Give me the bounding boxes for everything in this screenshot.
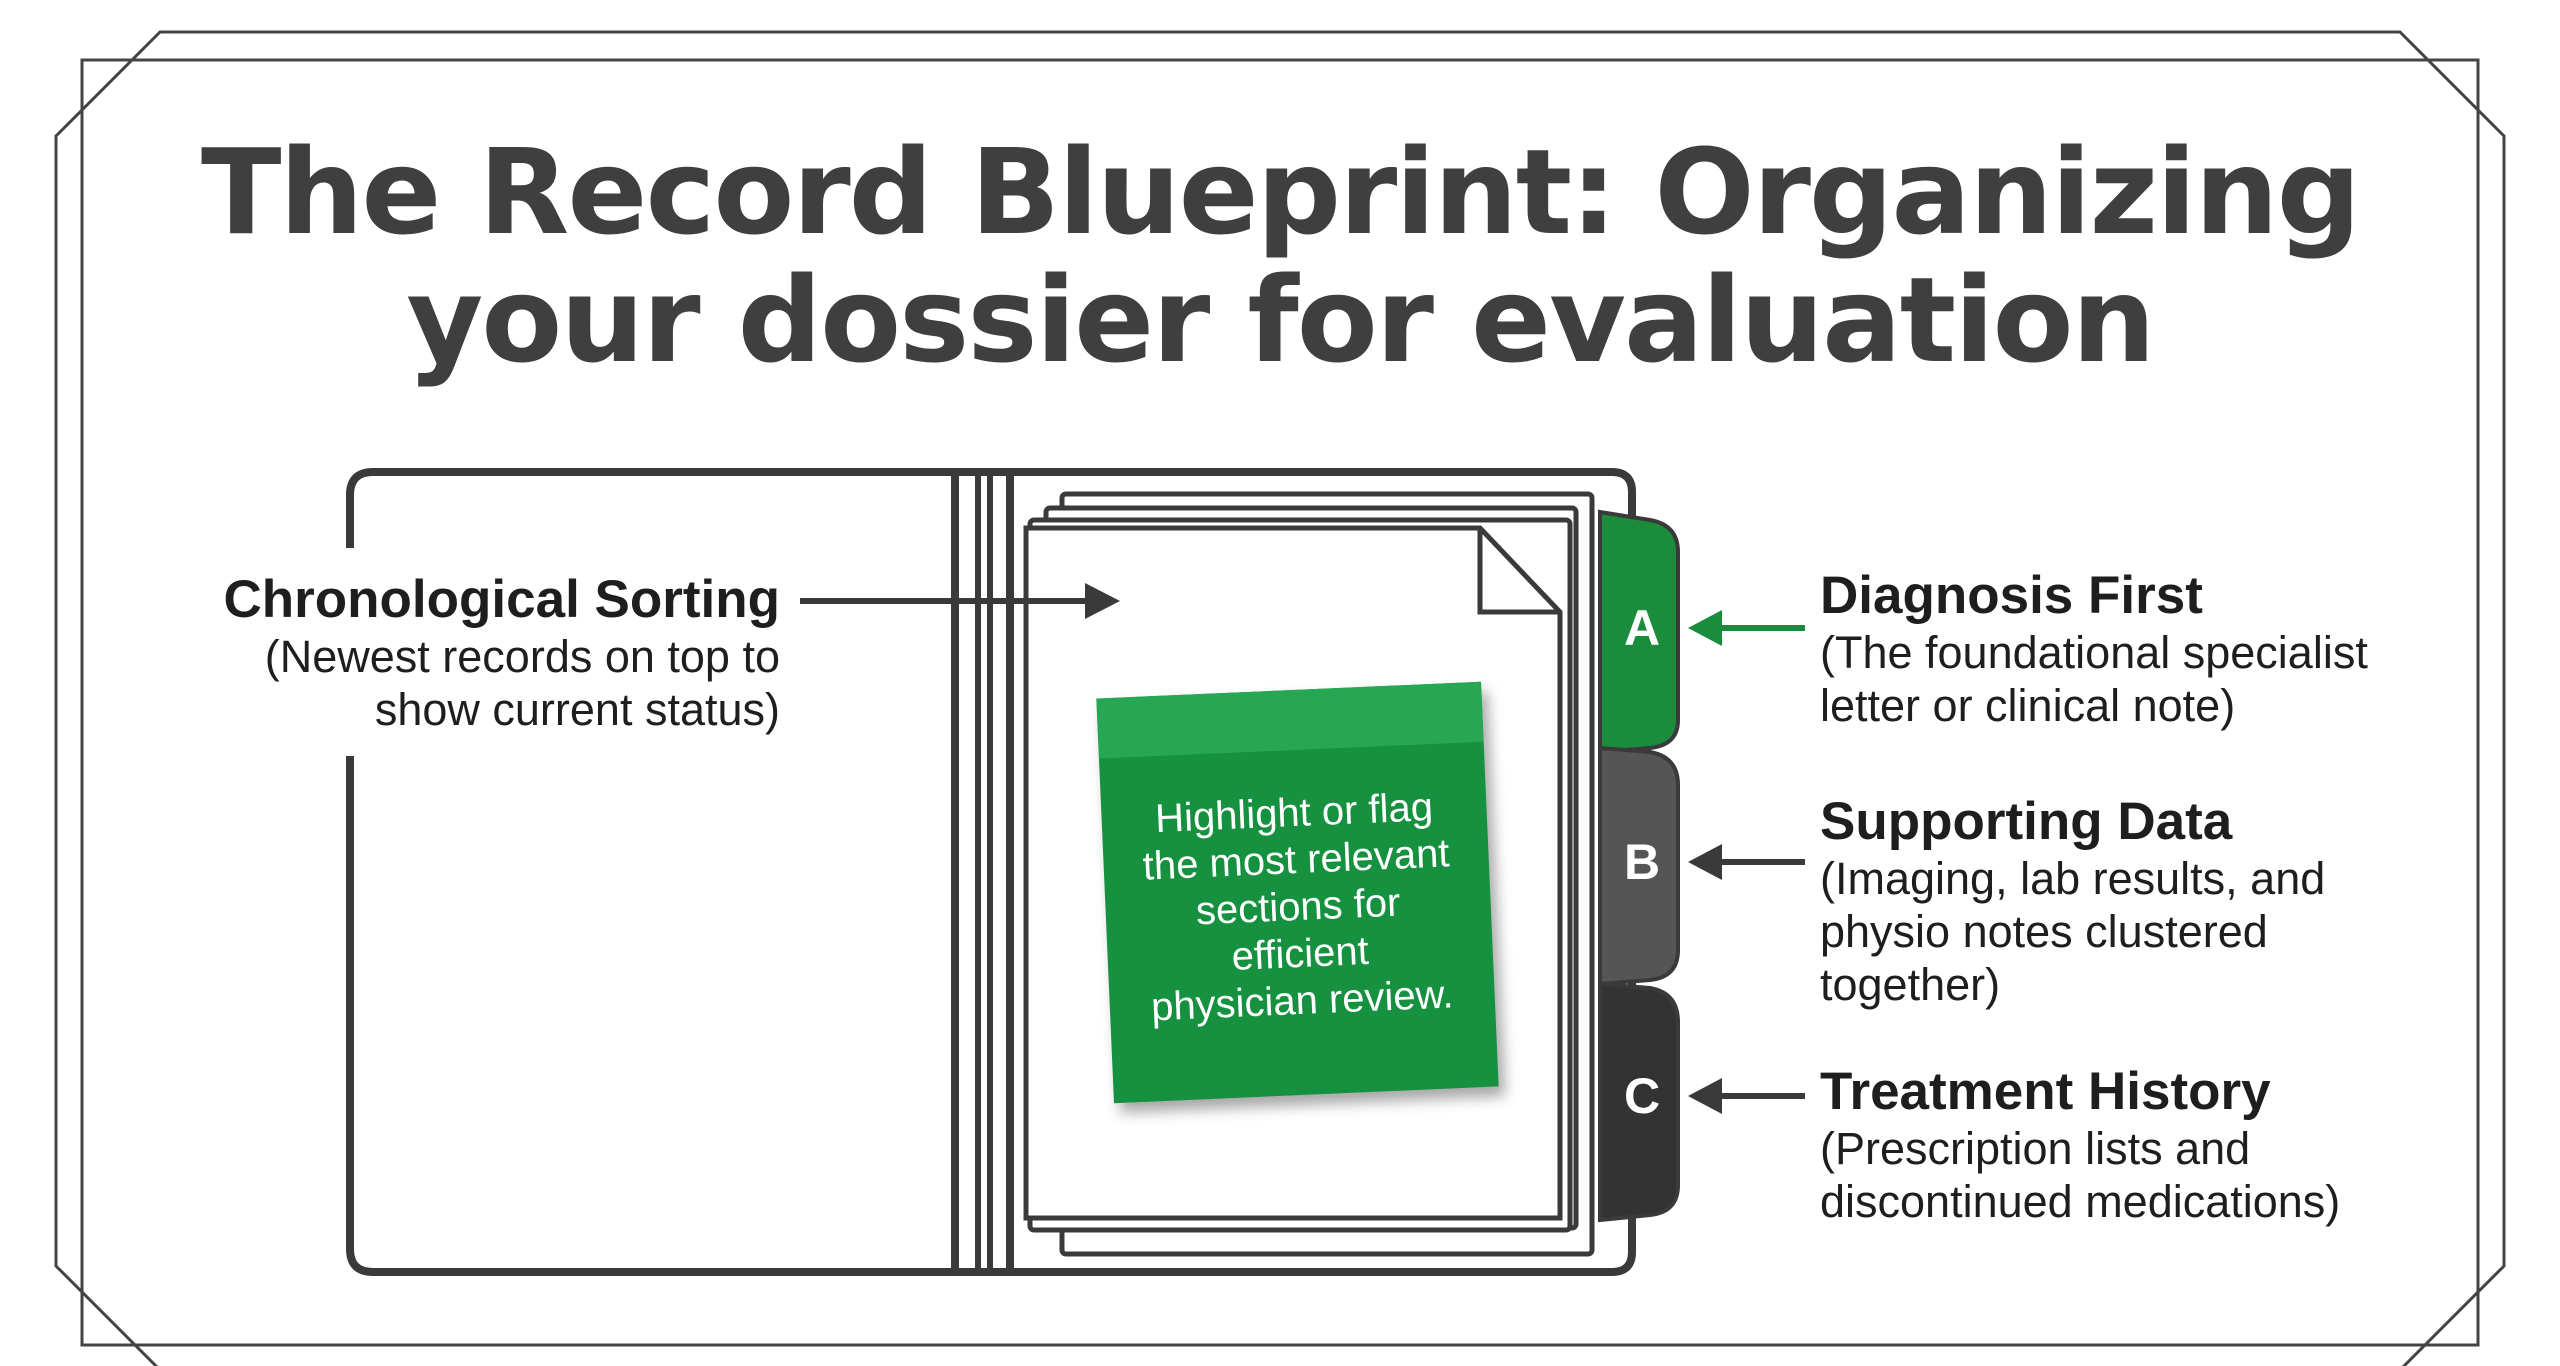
tab-a-shape	[1598, 509, 1680, 755]
page-title: The Record Blueprint: Organizing your do…	[0, 128, 2560, 384]
label-description-line: (Imaging, lab results, and	[1820, 853, 2326, 904]
arrow-left-icon	[1688, 610, 1722, 646]
arrow-left-icon	[1688, 1078, 1722, 1114]
label-description-line: letter or clinical note)	[1820, 680, 2236, 731]
tab-b-arrow	[1688, 844, 1805, 880]
title-line-1: The Record Blueprint: Organizing	[200, 123, 2361, 261]
label-heading: Supporting Data	[1820, 792, 2233, 851]
label-heading: Treatment History	[1820, 1062, 2271, 1121]
arrow-right-icon	[1085, 583, 1120, 619]
treatment-history-label: Treatment History (Prescription lists an…	[1820, 1062, 2520, 1228]
label-heading: Diagnosis First	[1820, 566, 2203, 625]
tab-c-shape	[1598, 981, 1680, 1223]
label-description-line: together)	[1820, 959, 2001, 1010]
label-description-line: show current status)	[374, 684, 780, 735]
tab-c-arrow	[1688, 1078, 1805, 1114]
sticky-note-text: Highlight or flag the most relevant sect…	[1121, 783, 1476, 1033]
arrow-left-icon	[1688, 844, 1722, 880]
label-description-line: (The foundational specialist	[1820, 627, 2368, 678]
tab-b	[1598, 745, 1680, 987]
tab-b-shape	[1598, 745, 1680, 987]
label-description-line: (Newest records on top to	[264, 631, 780, 682]
tab-c-letter: C	[1623, 1068, 1661, 1124]
chronological-arrow	[800, 583, 1120, 619]
label-heading: Chronological Sorting	[223, 570, 780, 629]
label-description-line: discontinued medications)	[1820, 1176, 2341, 1227]
label-description-line: (Prescription lists and	[1820, 1123, 2251, 1174]
title-line-2: your dossier for evaluation	[406, 251, 2155, 389]
label-description-line: physio notes clustered	[1820, 906, 2268, 957]
tab-b-letter: B	[1623, 834, 1661, 890]
tab-a-arrow	[1688, 610, 1805, 646]
diagnosis-first-label: Diagnosis First (The foundational specia…	[1820, 566, 2520, 732]
tab-a-letter: A	[1623, 600, 1661, 656]
chronological-sorting-label: Chronological Sorting (Newest records on…	[150, 570, 780, 736]
tab-c	[1598, 981, 1680, 1223]
supporting-data-label: Supporting Data (Imaging, lab results, a…	[1820, 792, 2520, 1011]
outer-frame	[54, 30, 2506, 1366]
tab-a	[1598, 509, 1680, 755]
binder-spine	[951, 468, 1014, 1276]
page-corner-fold	[1477, 528, 1560, 615]
sticky-note: Highlight or flag the most relevant sect…	[1096, 681, 1499, 1104]
